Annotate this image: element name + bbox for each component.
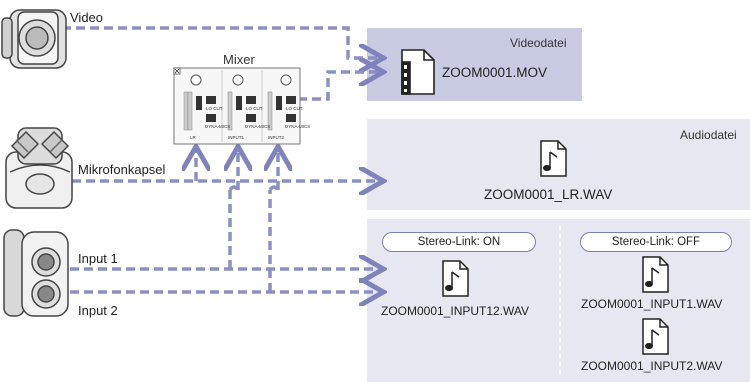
mixer-button-label-1: LO CUT [206, 106, 223, 111]
xlr-input-capsule-icon [3, 229, 69, 317]
audio-file-icon-input12 [442, 260, 469, 297]
video-filename: ZOOM0001.MOV [442, 65, 548, 80]
mixer-channel-input1: INPUT1 [228, 135, 245, 140]
input2-wav-filename: ZOOM0001_INPUT2.WAV [581, 359, 723, 373]
audio-file-icon-input1 [642, 256, 669, 293]
video-to-mov-line [62, 26, 380, 58]
camera-icon [1, 9, 67, 69]
capsule-label: Mikrofonkapsel [78, 162, 166, 177]
input1-label: Input 1 [78, 251, 118, 266]
input12-wav-filename: ZOOM0001_INPUT12.WAV [381, 304, 530, 318]
mixer-button-label-5: LO CUT [286, 106, 303, 111]
audio-file-icon-input2 [642, 318, 669, 355]
mixer-button-label-4: DYNA-MICS [245, 124, 270, 129]
mixer-channel-input2: INPUT2 [268, 135, 285, 140]
mixer-to-mov-line [298, 72, 380, 101]
mixer-channel-lr: LR [190, 135, 197, 140]
video-label: Video [70, 10, 104, 25]
input1-wav-filename: ZOOM0001_INPUT1.WAV [581, 297, 723, 311]
lr-wav-filename: ZOOM0001_LR.WAV [484, 187, 613, 202]
stereo-link-on-pill: Stereo-Link: ON [382, 232, 536, 252]
stereo-link-off-pill: Stereo-Link: OFF [580, 232, 732, 252]
video-file-icon [401, 49, 435, 95]
audio-file-icon-lr [540, 140, 567, 177]
mixer-button-label-3: LO CUT [246, 106, 263, 111]
mixer-button-label-6: DYNA-MICS [285, 124, 310, 129]
video-file-title: Videodatei [510, 36, 567, 50]
mic-capsule-icon [5, 127, 73, 209]
mixer-title: Mixer [223, 52, 255, 67]
audio-file-title: Audiodatei [680, 128, 737, 142]
input2-label: Input 2 [78, 303, 118, 318]
mixer-button-label-2: DYNA-MICS [205, 124, 230, 129]
